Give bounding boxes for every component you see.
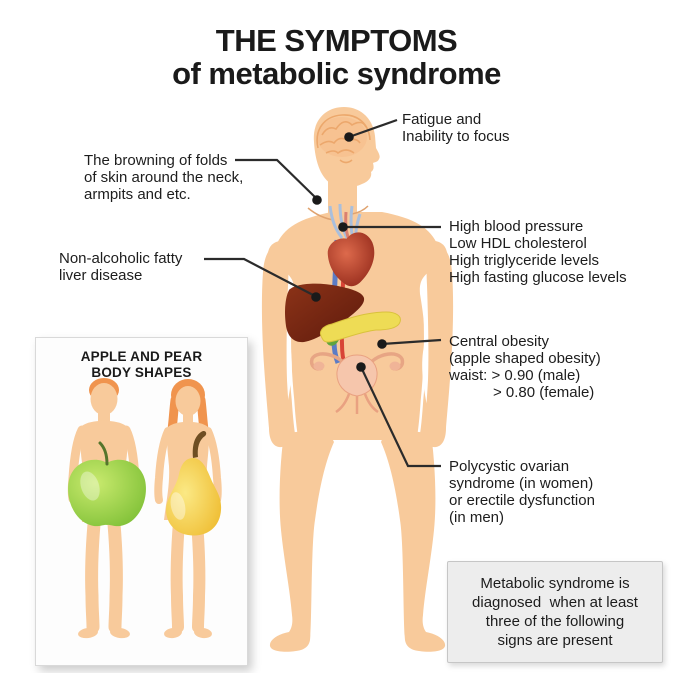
note-line: diagnosed when at least: [472, 594, 638, 611]
liver-leader-line: [204, 257, 316, 297]
brain-dot: [344, 132, 354, 142]
apple-illustration: [68, 441, 146, 527]
label-line: or erectile dysfunction: [449, 492, 595, 509]
label-line: High fasting glucose levels: [449, 269, 627, 286]
note-line: signs are present: [497, 632, 613, 649]
body-shapes-illustration: [67, 378, 222, 639]
note-line: three of the following: [485, 613, 625, 630]
female-figure: [154, 379, 222, 639]
neck-dot: [312, 195, 322, 205]
label-line: The browning of folds: [84, 152, 228, 169]
inset-title-line-1: APPLE AND PEAR: [80, 349, 203, 364]
title-line-1: THE SYMPTOMS: [215, 23, 458, 58]
leader-dots: [311, 132, 387, 372]
male-figure: [67, 378, 146, 639]
body-shapes-inset: APPLE AND PEAR BODY SHAPES: [35, 337, 248, 666]
uterus-illustration: [309, 352, 405, 414]
uterus-dot: [356, 362, 366, 372]
inset-title-line-2: BODY SHAPES: [91, 365, 192, 380]
label-line: liver disease: [59, 267, 143, 284]
polycystic-label: Polycystic ovarian syndrome (in women) o…: [449, 458, 595, 526]
fatty-liver-label: Non-alcoholic fatty liver disease: [59, 250, 182, 284]
label-line: (in men): [449, 509, 505, 526]
label-line: (apple shaped obesity): [449, 350, 601, 367]
fatigue-leader-line: [348, 118, 398, 139]
label-line: Polycystic ovarian: [449, 458, 570, 475]
label-line: Inability to focus: [402, 128, 510, 145]
polycystic-leader-line: [360, 366, 441, 468]
abdomen-dot: [377, 339, 387, 349]
pear-illustration: [166, 430, 222, 536]
blood-label: High blood pressure Low HDL cholesterol …: [449, 218, 627, 286]
label-line: > 0.80 (female): [493, 384, 595, 401]
label-line: armpits and etc.: [84, 186, 191, 203]
label-line: Non-alcoholic fatty: [59, 250, 183, 267]
heart-illustration: [327, 232, 375, 287]
pancreas-illustration: [319, 311, 401, 343]
label-line: High triglyceride levels: [449, 252, 600, 269]
label-line: waist: > 0.90 (male): [449, 367, 581, 384]
liver-dot: [311, 292, 321, 302]
browning-leader-line: [235, 158, 318, 200]
leader-lines: [204, 118, 442, 468]
title-line-2: of metabolic syndrome: [172, 56, 501, 91]
label-line: Fatigue and: [402, 111, 482, 128]
fatigue-label: Fatigue and Inability to focus: [402, 111, 510, 145]
inset-title: APPLE AND PEAR BODY SHAPES: [36, 349, 247, 381]
label-line: High blood pressure: [449, 218, 584, 235]
skin-browning-label: The browning of folds of skin around the…: [84, 152, 243, 203]
liver-illustration: [285, 283, 365, 343]
heart-dot: [338, 222, 348, 232]
central-obesity-label: Central obesity (apple shaped obesity) w…: [449, 333, 601, 401]
central-obesity-leader-line: [381, 338, 442, 346]
brain-illustration: [316, 114, 371, 164]
label-line: of skin around the neck,: [84, 169, 244, 186]
page-title: THE SYMPTOMS of metabolic syndrome: [0, 24, 673, 90]
diagnosis-note-box: Metabolic syndrome is diagnosed when at …: [447, 561, 663, 663]
label-line: syndrome (in women): [449, 475, 594, 492]
note-line: Metabolic syndrome is: [480, 575, 630, 592]
label-line: Central obesity: [449, 333, 550, 350]
label-line: Low HDL cholesterol: [449, 235, 587, 252]
